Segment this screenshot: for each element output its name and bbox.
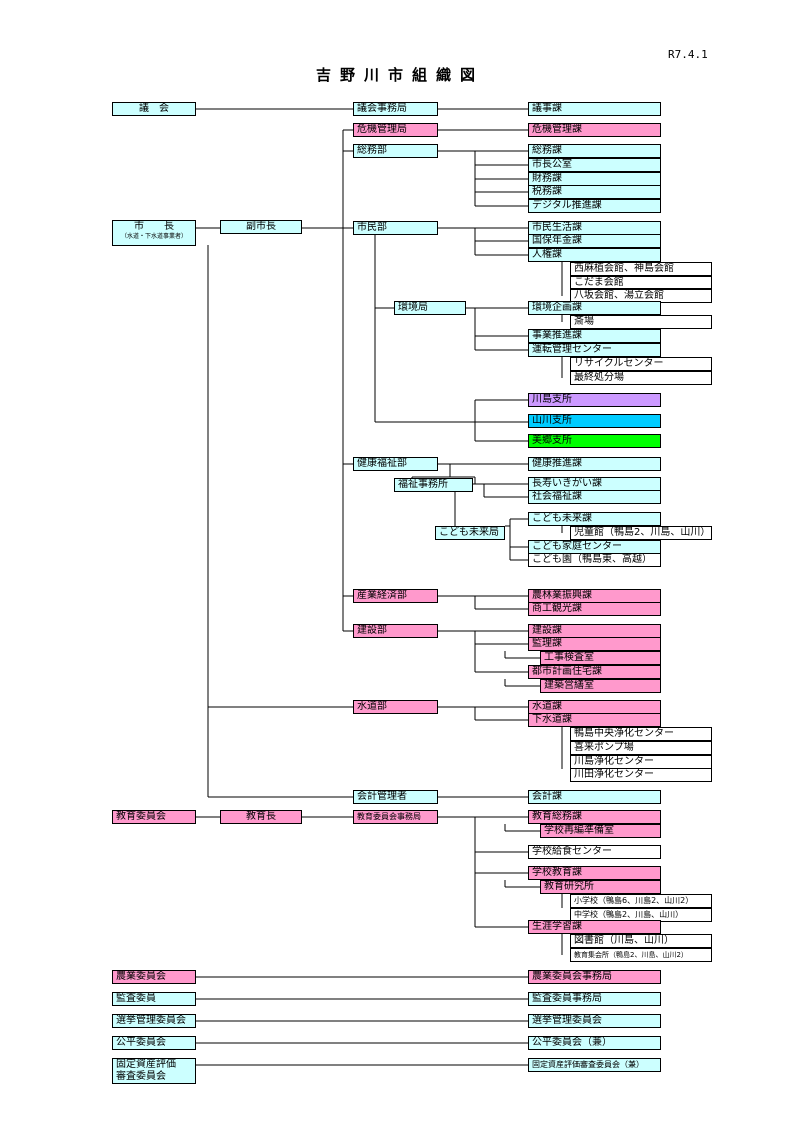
node-kodomo-katei: こども家庭センター — [528, 540, 661, 554]
node-zaimuka: 財務課 — [528, 172, 661, 186]
node-kankyo-kikaku: 環境企画課 — [528, 301, 661, 315]
node-kohei: 公平委員会 — [112, 1036, 196, 1050]
node-toshi-keikaku: 都市計画住宅課 — [528, 665, 661, 679]
node-kyoiku-somu: 教育総務課 — [528, 810, 661, 824]
node-shogakko: 小学校（鴨島6、川島2、山川2） — [570, 894, 712, 908]
node-gikai: 議 会 — [112, 102, 196, 116]
node-yamakawa-shisho: 山川支所 — [528, 414, 661, 428]
node-kyushoku: 学校給食センター — [528, 845, 661, 859]
node-shukaijo: 教育集会所（鴨島2、川島、山川2） — [570, 948, 712, 962]
node-recycle: リサイクルセンター — [570, 357, 712, 371]
node-jidokan: 児童館（鴨島2、川島、山川） — [570, 526, 712, 540]
node-shicho-sub: （水道・下水道事業者） — [120, 233, 187, 240]
node-shakai-fukushi: 社会福祉課 — [528, 490, 661, 504]
node-pump: 喜来ポンプ場 — [570, 741, 712, 755]
node-kenchiku-eizen: 建築営繕室 — [540, 679, 661, 693]
node-koji-kensa: 工事検査室 — [540, 651, 661, 665]
node-senkyo: 選挙管理委員会 — [112, 1014, 196, 1028]
node-kodomo-miraika: こども未来課 — [528, 512, 661, 526]
node-toshokan: 図書館（川島、山川） — [570, 934, 712, 948]
node-shiminbu: 市民部 — [353, 221, 438, 235]
node-kyoiku-iinkai: 教育委員会 — [112, 810, 196, 824]
node-jouka-2: 川島浄化センター — [570, 755, 712, 769]
node-kotei-line2: 審査委員会 — [116, 1071, 166, 1082]
node-kaikei-kanrisha: 会計管理者 — [353, 790, 438, 804]
node-kotei-ken: 固定資産評価審査委員会（兼） — [528, 1058, 661, 1072]
node-kansa-jimukyoku: 監査委員事務局 — [528, 992, 661, 1006]
node-saishu: 最終処分場 — [570, 371, 712, 385]
node-jigyo-suishin: 事業推進課 — [528, 329, 661, 343]
node-kaikeika: 会計課 — [528, 790, 661, 804]
node-kohei-ken: 公平委員会（兼） — [528, 1036, 661, 1050]
node-gijika: 議事課 — [528, 102, 661, 116]
node-kodomoen: こども園（鴨島東、高越） — [528, 553, 661, 567]
node-shichokoshitsu: 市長公室 — [528, 158, 661, 172]
node-fukushicho: 副市長 — [220, 220, 302, 234]
node-suidoka: 水道課 — [528, 700, 661, 714]
node-jinken: 人権課 — [528, 248, 661, 262]
node-shoko: 商工観光課 — [528, 602, 661, 616]
node-kodomo-miraikyoku: こども未来局 — [435, 526, 505, 540]
node-nogyo-iinkai: 農業委員会 — [112, 970, 196, 984]
node-nogyo-jimukyoku: 農業委員会事務局 — [528, 970, 661, 984]
node-zeimuka: 税務課 — [528, 185, 661, 199]
node-kawashima-shisho: 川島支所 — [528, 393, 661, 407]
node-senkyo-jimukyoku: 選挙管理委員会 — [528, 1014, 661, 1028]
node-sangyo-keizaibu: 産業経済部 — [353, 589, 438, 603]
node-kenko-fukushibu: 健康福祉部 — [353, 457, 438, 471]
node-shicho-label: 市 長 — [134, 221, 174, 232]
node-jouka-3: 川田浄化センター — [570, 768, 712, 782]
node-suidobu: 水道部 — [353, 700, 438, 714]
node-kyoiku-jimukyoku: 教育委員会事務局 — [353, 810, 438, 824]
node-kotei: 固定資産評価 審査委員会 — [112, 1058, 196, 1084]
node-gesuidoka: 下水道課 — [528, 713, 661, 727]
node-kiki-kanrikyoku: 危機管理局 — [353, 123, 438, 137]
node-shogai-gakushu: 生涯学習課 — [528, 920, 661, 934]
node-somubu: 総務部 — [353, 144, 438, 158]
node-somuka: 総務課 — [528, 144, 661, 158]
node-digital: デジタル推進課 — [528, 199, 661, 213]
node-unten-kanri: 運転管理センター — [528, 343, 661, 357]
node-kyoiku-kenkyujo: 教育研究所 — [540, 880, 661, 894]
node-saijo: 斎場 — [570, 315, 712, 329]
node-norin: 農林業振興課 — [528, 589, 661, 603]
node-gikai-jimukyoku: 議会事務局 — [353, 102, 438, 116]
page-title: 吉野川市組織図 — [315, 66, 484, 84]
node-kankyokyoku: 環境局 — [394, 301, 466, 315]
node-gakko-saihen: 学校再編準備室 — [540, 824, 661, 838]
node-kotei-line1: 固定資産評価 — [116, 1059, 176, 1070]
node-chouju: 長寿いきがい課 — [528, 477, 661, 491]
revision-date: R7.4.1 — [668, 48, 708, 61]
node-kaikan-2: こだま会館 — [570, 276, 712, 289]
node-shimin-seikatsu: 市民生活課 — [528, 221, 661, 235]
node-jouka-1: 鴨島中央浄化センター — [570, 727, 712, 741]
node-kansa-iin: 監査委員 — [112, 992, 196, 1006]
node-kiki-kanrika: 危機管理課 — [528, 123, 661, 137]
node-kanrika: 監理課 — [528, 637, 661, 651]
node-kaikan-1: 西麻植会館、神島会館 — [570, 262, 712, 276]
node-misato-shisho: 美郷支所 — [528, 434, 661, 448]
node-shicho: 市 長 （水道・下水道事業者） — [112, 220, 196, 246]
node-fukushi-jimusho: 福祉事務所 — [394, 478, 473, 492]
node-kokuho: 国保年金課 — [528, 234, 661, 248]
node-kenko-suishin: 健康推進課 — [528, 457, 661, 471]
node-kensetsuka: 建設課 — [528, 624, 661, 638]
node-gakko-kyoiku: 学校教育課 — [528, 866, 661, 880]
node-kensetsubu: 建設部 — [353, 624, 438, 638]
node-kyoikucho: 教育長 — [220, 810, 302, 824]
